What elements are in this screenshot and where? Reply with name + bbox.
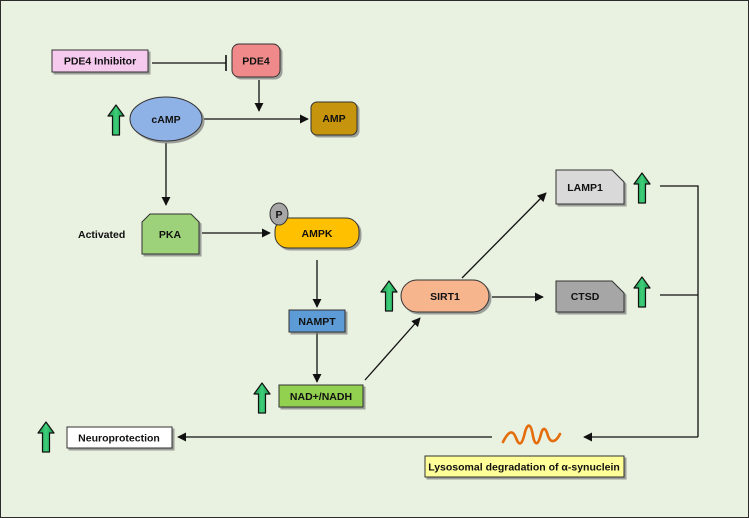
lamp1-increase-up-arrow-icon [633, 172, 651, 204]
edge-nad-to-sirt1 [364, 317, 421, 381]
ctsd-increase-up-arrow-icon [633, 276, 651, 308]
amp-label: AMP [322, 113, 345, 125]
lamp1-box [555, 169, 625, 205]
ctsd-label: CTSD [571, 291, 600, 303]
node-camp: cAMP [129, 96, 203, 142]
edge-sirt1-to-lamp1 [461, 192, 547, 279]
neuroprotection-increase-up-arrow-icon [37, 421, 55, 453]
node-nad: NAD+/NADH [278, 384, 364, 408]
node-ctsd: CTSD [555, 280, 625, 313]
lamp1-label: LAMP1 [567, 182, 603, 194]
amp-box [310, 101, 358, 136]
sirt1-increase-up-arrow-icon [380, 280, 398, 312]
neuroprotection-box [66, 426, 173, 449]
nad-label: NAD+/NADH [290, 391, 352, 403]
nampt-box [288, 309, 346, 333]
ampk-label: AMPK [302, 228, 333, 240]
node-pka: PKA [141, 213, 200, 255]
camp-ellipse [129, 96, 203, 142]
activated-label: Activated [78, 229, 125, 241]
nad-increase-up-arrow-icon [253, 382, 271, 414]
node-sirt1: SIRT1 [400, 279, 490, 313]
camp-label: cAMP [151, 114, 180, 126]
pde4-label: PDE4 [242, 56, 270, 68]
phosphate-label: P [275, 209, 282, 221]
edge-lamp1-bracket [660, 185, 699, 437]
node-ampk: AMPK P [269, 202, 360, 249]
phosphate-circle [269, 202, 289, 226]
neuroprotection-label: Neuroprotection [78, 433, 160, 445]
ctsd-box [555, 280, 625, 313]
nampt-label: NAMPT [298, 316, 336, 328]
pde4-inhibitor-box [51, 49, 149, 73]
lysosomal-label: Lysosomal degradation of α-synuclein [428, 462, 620, 474]
node-lysosomal-degradation: Lysosomal degradation of α-synuclein [424, 455, 625, 478]
camp-increase-up-arrow-icon [107, 104, 125, 136]
edges [152, 55, 699, 442]
node-pde4-inhibitor: PDE4 Inhibitor [51, 49, 149, 73]
sirt1-label: SIRT1 [430, 291, 460, 303]
pka-box [141, 213, 200, 255]
pde4-inhibitor-label: PDE4 Inhibitor [64, 56, 136, 68]
ampk-box [274, 217, 360, 249]
pde4-box [231, 43, 281, 78]
node-neuroprotection: Neuroprotection [66, 426, 173, 449]
pka-label: PKA [159, 229, 182, 241]
lysosomal-box [424, 455, 625, 478]
sirt1-box [400, 279, 490, 313]
node-nampt: NAMPT [288, 309, 346, 333]
node-pde4: PDE4 [231, 43, 281, 78]
alpha-synuclein-squiggle-icon [501, 424, 562, 445]
node-amp: AMP [310, 101, 358, 136]
nad-box [278, 384, 364, 408]
node-lamp1: LAMP1 [555, 169, 625, 205]
